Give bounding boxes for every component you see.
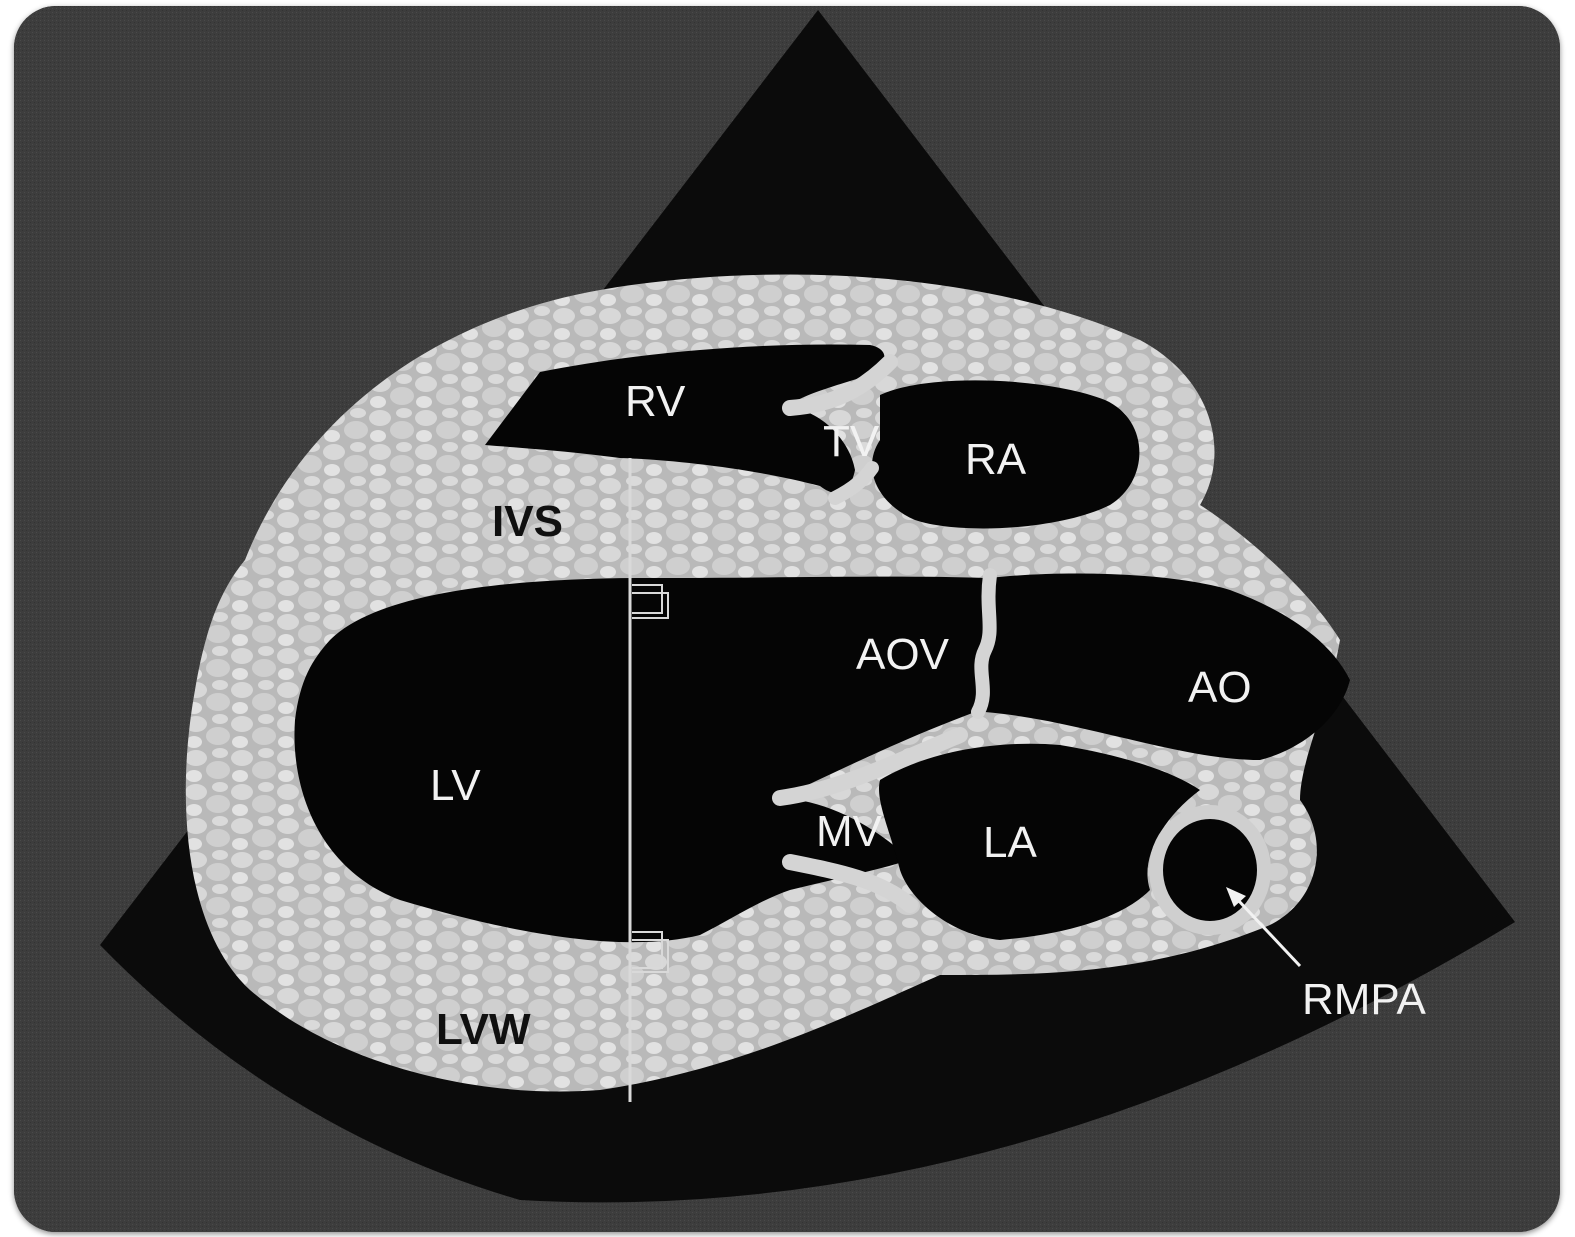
label-lvw: LVW xyxy=(436,1005,531,1054)
label-tv: TV xyxy=(823,417,880,466)
label-lv: LV xyxy=(430,761,481,810)
heart-diagram: RV TV RA IVS AOV AO LV MV LA RMPA LVW xyxy=(14,6,1560,1232)
label-ra: RA xyxy=(965,435,1027,484)
label-mv: MV xyxy=(816,807,883,856)
echocardiogram-figure: RV TV RA IVS AOV AO LV MV LA RMPA LVW xyxy=(14,6,1560,1232)
label-rv: RV xyxy=(625,377,686,426)
label-aov: AOV xyxy=(856,630,950,679)
label-rmpa: RMPA xyxy=(1302,975,1427,1024)
label-la: LA xyxy=(983,818,1037,867)
label-ivs: IVS xyxy=(492,497,563,546)
label-ao: AO xyxy=(1188,663,1252,712)
